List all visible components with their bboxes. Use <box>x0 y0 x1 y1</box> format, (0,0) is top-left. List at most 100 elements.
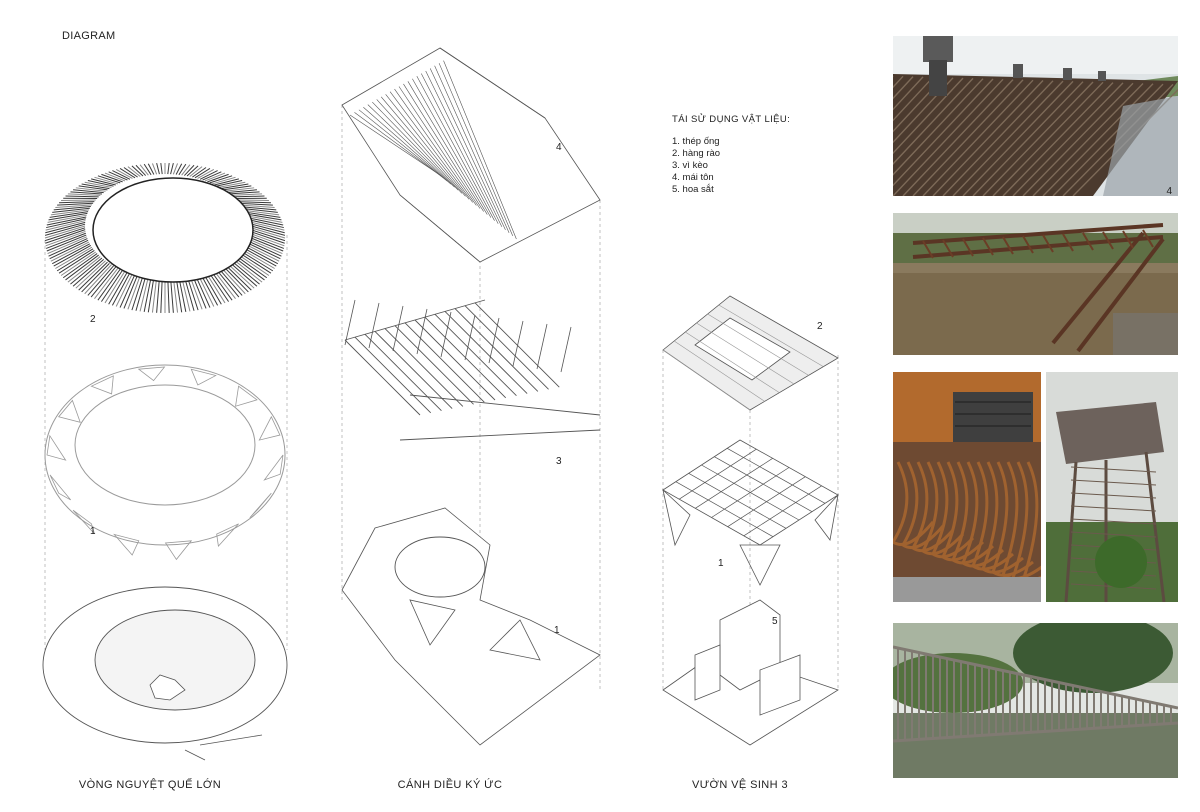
ring-frame-strut <box>137 366 166 382</box>
ring-roof-stroke <box>147 277 155 313</box>
ring-base-outer <box>42 586 288 744</box>
roof-rib <box>942 80 1054 196</box>
caption-right: VƯỜN VỆ SINH 3 <box>692 779 788 791</box>
garden-roof-panel-line <box>707 313 809 376</box>
ring-roof-stroke <box>75 260 106 289</box>
ring-frame-strut <box>164 540 193 561</box>
ring-roof-stroke <box>151 277 158 313</box>
ring-roof-stroke <box>175 163 183 175</box>
roof-rib <box>1002 82 1114 196</box>
kite-truss-post <box>464 314 476 361</box>
ring-roof-stroke <box>139 276 149 312</box>
truss-web-bar <box>922 240 934 259</box>
ring-roof-stroke <box>46 218 86 229</box>
ring-roof-stroke <box>49 211 89 218</box>
kite-roof-rib <box>367 104 455 188</box>
ring-frame-strut <box>49 474 71 501</box>
kite-truss-bar <box>454 308 539 392</box>
truss-web-bar <box>1002 236 1014 255</box>
ring-frame-outer <box>44 364 286 546</box>
tower-brace <box>1070 466 1157 473</box>
roof-rib <box>893 76 914 100</box>
kite-roof-rib <box>394 88 477 206</box>
ring-base-pond <box>149 674 186 701</box>
ring-base-path <box>199 734 263 746</box>
roof-rib <box>893 77 954 144</box>
ring-base-inner <box>94 609 256 711</box>
garden-roof-panel-line <box>662 349 751 411</box>
ring-roof-stroke <box>178 277 187 312</box>
garden-base-label: 5 <box>772 616 778 627</box>
ring-roof-stroke <box>218 181 246 188</box>
photo-iron-fence: 2 <box>893 623 1178 778</box>
truss-web-bar <box>982 237 994 256</box>
ring-roof-stroke <box>81 183 110 190</box>
photo-scrap-iron: 5 <box>893 372 1041 602</box>
ring-roof-stroke <box>50 209 89 216</box>
ring-roof-stroke <box>44 223 86 236</box>
ring-roof-stroke <box>175 277 183 313</box>
ring-roof-stroke <box>204 172 226 182</box>
scrap-bar <box>1001 461 1041 580</box>
roof-rib <box>893 78 984 176</box>
ring-roof-stroke <box>58 249 95 274</box>
ring-roof-stroke <box>207 173 229 183</box>
legend-item: 3. vì kèo <box>672 160 708 171</box>
kite-roof-rib <box>376 99 463 194</box>
kite-truss-chord <box>344 299 486 341</box>
scrap-bar <box>991 461 1034 577</box>
ring-roof-stroke <box>229 193 263 196</box>
kite-truss-post <box>560 326 572 373</box>
tower-brace <box>1070 531 1157 538</box>
ring-frame-strut <box>216 523 239 547</box>
ring-roof-stroke <box>61 199 96 201</box>
kite-roof-rib <box>403 83 484 212</box>
kite-roof-rib <box>434 65 510 233</box>
truss-web-bar <box>1122 230 1134 249</box>
ring-roof-stroke <box>45 230 86 247</box>
ring-roof-stroke <box>47 236 87 255</box>
ring-roof-stroke <box>90 266 117 298</box>
truss-web-bar <box>1102 231 1114 250</box>
kite-roof-rib <box>372 101 459 191</box>
ring-roof-stroke <box>49 239 89 260</box>
ring-roof-stroke <box>81 263 110 293</box>
ring-roof-stroke <box>160 277 163 313</box>
roof-rib <box>893 77 964 155</box>
garden-roof-panel-line <box>685 331 780 393</box>
legend-title: TÁI SỬ DỤNG VẬT LIỆU: <box>672 114 791 125</box>
kite-roof-rib <box>412 78 492 218</box>
garden-roof-label: 2 <box>817 321 823 332</box>
roof-rib <box>893 76 934 122</box>
caption-middle: CÁNH DIỀU KÝ ỨC <box>397 779 503 791</box>
kite-truss-post <box>344 299 356 346</box>
kite-truss-bar <box>434 313 517 397</box>
roof-rib <box>902 79 1014 196</box>
ring-roof-stroke <box>199 170 218 180</box>
roof-rib <box>893 78 994 187</box>
roof-rib <box>1032 83 1144 196</box>
garden-base-block <box>759 654 801 716</box>
ring-roof-stroke <box>119 168 136 179</box>
kite-truss-bar <box>404 322 485 403</box>
ring-roof-stroke <box>53 206 91 211</box>
ring-roof-label: 2 <box>90 314 96 325</box>
ring-roof-stroke <box>156 163 160 175</box>
ring-roof-stroke <box>72 259 105 287</box>
roof-rib <box>1012 82 1124 196</box>
kite-roof-rib <box>358 109 448 182</box>
ring-roof-stroke <box>90 178 116 186</box>
garden-frame-bar <box>743 485 822 537</box>
kite-roof-rib <box>349 114 441 176</box>
ring-roof-stroke <box>139 164 149 176</box>
tower-brace <box>1070 479 1157 486</box>
truss-web-bar <box>1042 234 1054 253</box>
roof-rib <box>893 76 924 111</box>
ring-roof-stroke <box>181 164 191 176</box>
ring-roof-stroke <box>108 271 128 305</box>
ring-roof-stroke <box>186 165 199 177</box>
kite-truss-post <box>368 302 380 349</box>
garden-roof-panel-line <box>696 322 795 385</box>
ring-frame-inner <box>74 384 256 506</box>
truss-web-bar <box>962 238 974 257</box>
